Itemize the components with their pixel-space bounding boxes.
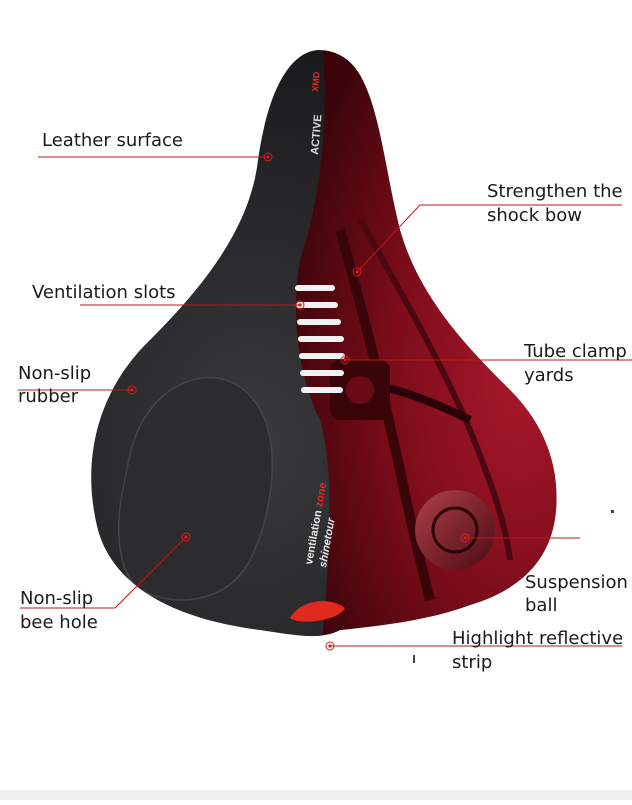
label-tube-clamp-line2: yards bbox=[524, 365, 574, 386]
bottom-strip bbox=[0, 790, 632, 800]
label-bee-hole-line2: bee hole bbox=[20, 612, 98, 633]
label-ventilation-slots: Ventilation slots bbox=[32, 282, 176, 303]
label-non-slip-rubber-line1: Non-slip bbox=[18, 363, 92, 384]
label-leather-surface: Leather surface bbox=[42, 130, 184, 151]
brand-text: ACTIVE bbox=[309, 114, 324, 155]
label-non-slip-rubber-line2: rubber bbox=[18, 386, 79, 407]
label-suspension-line2: ball bbox=[525, 595, 558, 616]
label-strengthen-line2: shock bow bbox=[487, 205, 583, 226]
brand-suffix: XMD bbox=[310, 71, 322, 92]
label-tube-clamp-line1: Tube clamp bbox=[524, 341, 627, 362]
suspension-ball-shape bbox=[415, 490, 495, 570]
label-bee-hole-line1: Non-slip bbox=[20, 588, 94, 609]
callout-lines bbox=[18, 152, 632, 663]
ventilation-slots bbox=[295, 285, 345, 393]
label-reflective-line2: strip bbox=[452, 652, 493, 673]
bee-hole-pad bbox=[118, 376, 273, 601]
label-suspension-line1: Suspension bbox=[525, 572, 628, 593]
reflective-strip-shape bbox=[290, 601, 345, 622]
label-strengthen-line1: Strengthen the bbox=[487, 181, 623, 202]
label-reflective-line1: Highlight reflective bbox=[452, 628, 624, 649]
